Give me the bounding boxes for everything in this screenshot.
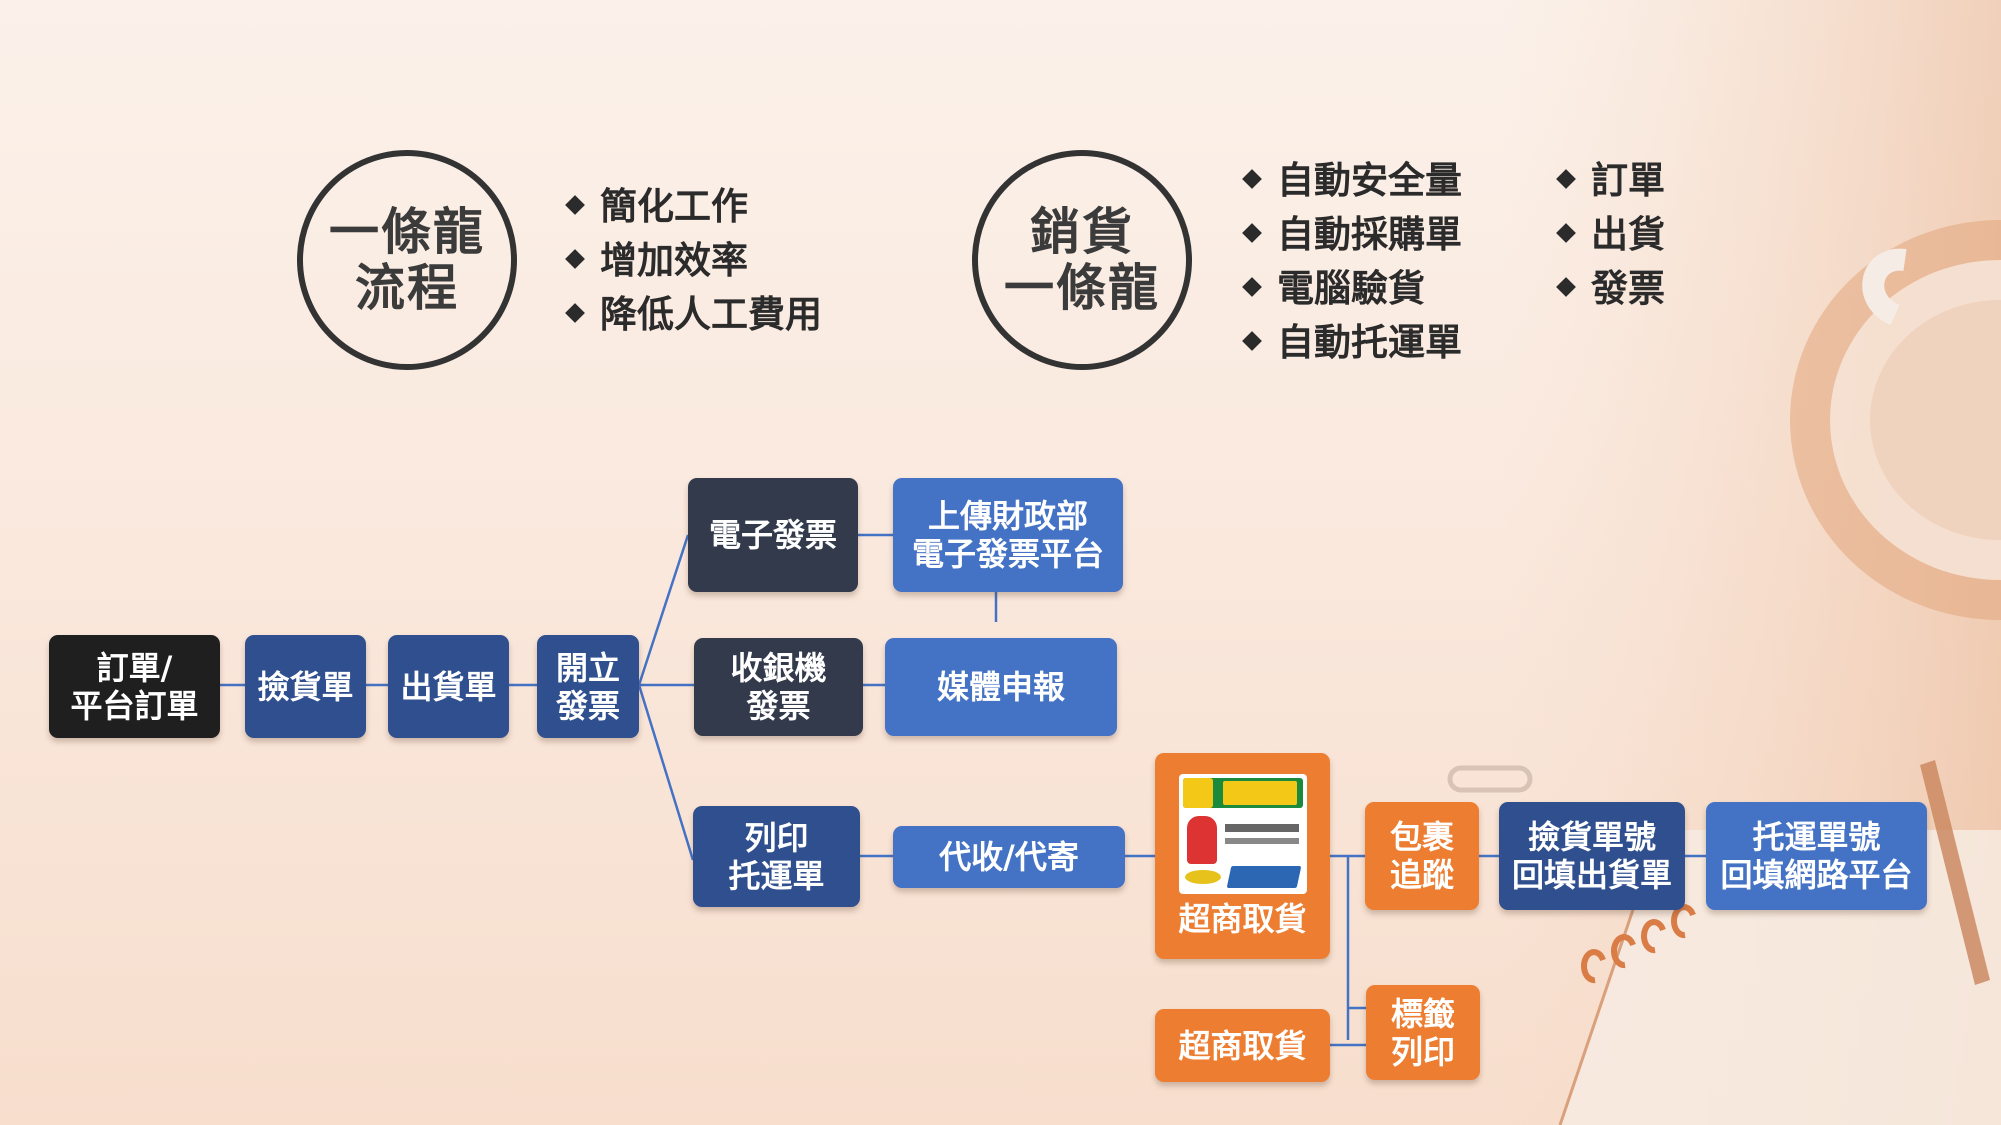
shipping-list-node: 出貨單 <box>388 635 509 738</box>
circle-text: 流程 <box>355 259 459 317</box>
coffee-cup-decoration <box>1790 220 2001 620</box>
list-item: 自動托運單 <box>1242 316 1462 370</box>
diamond-bullet-icon <box>1556 168 1576 189</box>
circle-text: 一條龍 <box>1004 259 1160 317</box>
logistics-pickup-node: 超商取貨 <box>1155 753 1330 959</box>
circle-text: 一條龍 <box>329 203 485 261</box>
paperclip-decoration <box>1447 765 1533 793</box>
sales-circle-badge: 銷貨 一條龍 <box>972 150 1192 370</box>
cod-node: 代收/代寄 <box>893 826 1125 888</box>
diamond-bullet-icon <box>1242 222 1262 243</box>
store-pickup-node: 超商取貨 <box>1155 1009 1330 1082</box>
diamond-bullet-icon <box>565 194 585 215</box>
label-print-node: 標籤 列印 <box>1366 985 1480 1080</box>
list-item: 自動採購單 <box>1242 208 1462 262</box>
media-report-node: 媒體申報 <box>885 638 1117 736</box>
diamond-bullet-icon <box>565 248 585 269</box>
list-item: 電腦驗貨 <box>1242 262 1462 316</box>
circle-text: 銷貨 <box>1030 203 1134 261</box>
cashier-invoice-node: 收銀機 發票 <box>694 638 863 736</box>
diamond-bullet-icon <box>1556 222 1576 243</box>
courier-logos-image <box>1178 774 1307 894</box>
pencil-decoration <box>1920 760 1990 985</box>
benefits-list: 簡化工作 增加效率 降低人工費用 <box>565 180 822 342</box>
print-waybill-node: 列印 托運單 <box>693 806 860 907</box>
issue-invoice-node: 開立 發票 <box>537 635 639 738</box>
list-item: 增加效率 <box>565 234 822 288</box>
list-item: 出貨 <box>1556 208 1665 262</box>
order-node: 訂單/ 平台訂單 <box>49 635 220 738</box>
parcel-tracking-node: 包裹 追蹤 <box>1365 802 1479 910</box>
list-item: 降低人工費用 <box>565 288 822 342</box>
automation-list: 自動安全量 自動採購單 電腦驗貨 自動托運單 <box>1242 154 1462 370</box>
e-invoice-node: 電子發票 <box>688 478 858 592</box>
diamond-bullet-icon <box>1242 330 1262 351</box>
list-item: 發票 <box>1556 262 1665 316</box>
list-item: 簡化工作 <box>565 180 822 234</box>
diamond-bullet-icon <box>1556 276 1576 297</box>
diamond-bullet-icon <box>1242 276 1262 297</box>
list-item: 自動安全量 <box>1242 154 1462 208</box>
upload-platform-node: 上傳財政部 電子發票平台 <box>893 478 1123 592</box>
waybill-number-node: 托運單號 回填網路平台 <box>1706 802 1927 910</box>
diamond-bullet-icon <box>565 302 585 323</box>
diamond-bullet-icon <box>1242 168 1262 189</box>
document-list: 訂單 出貨 發票 <box>1556 154 1665 316</box>
flow-connectors <box>220 533 1706 1047</box>
picking-number-node: 撿貨單號 回填出貨單 <box>1499 802 1685 910</box>
flow-circle-badge: 一條龍 流程 <box>297 150 517 370</box>
list-item: 訂單 <box>1556 154 1665 208</box>
picking-list-node: 撿貨單 <box>245 635 366 738</box>
